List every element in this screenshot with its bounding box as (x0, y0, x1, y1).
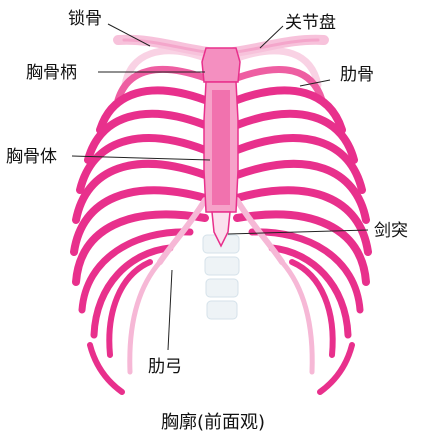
rib-left-11 (90, 345, 122, 392)
label-clavicle: 锁骨 (68, 9, 102, 29)
figure-caption: 胸廓(前面观) (161, 412, 265, 433)
label-xiphoid: 剑突 (374, 221, 408, 241)
rib-right-11 (320, 345, 352, 392)
label-ribs: 肋骨 (340, 65, 374, 85)
label-articular-disc: 关节盘 (285, 13, 336, 33)
costal-arch-right (282, 262, 312, 372)
label-costal-arch: 肋弓 (148, 357, 182, 377)
manubrium-shape (202, 48, 240, 82)
costal-arch-left (130, 262, 160, 372)
label-manubrium: 胸骨柄 (26, 63, 77, 83)
label-sternal-body: 胸骨体 (6, 147, 57, 167)
